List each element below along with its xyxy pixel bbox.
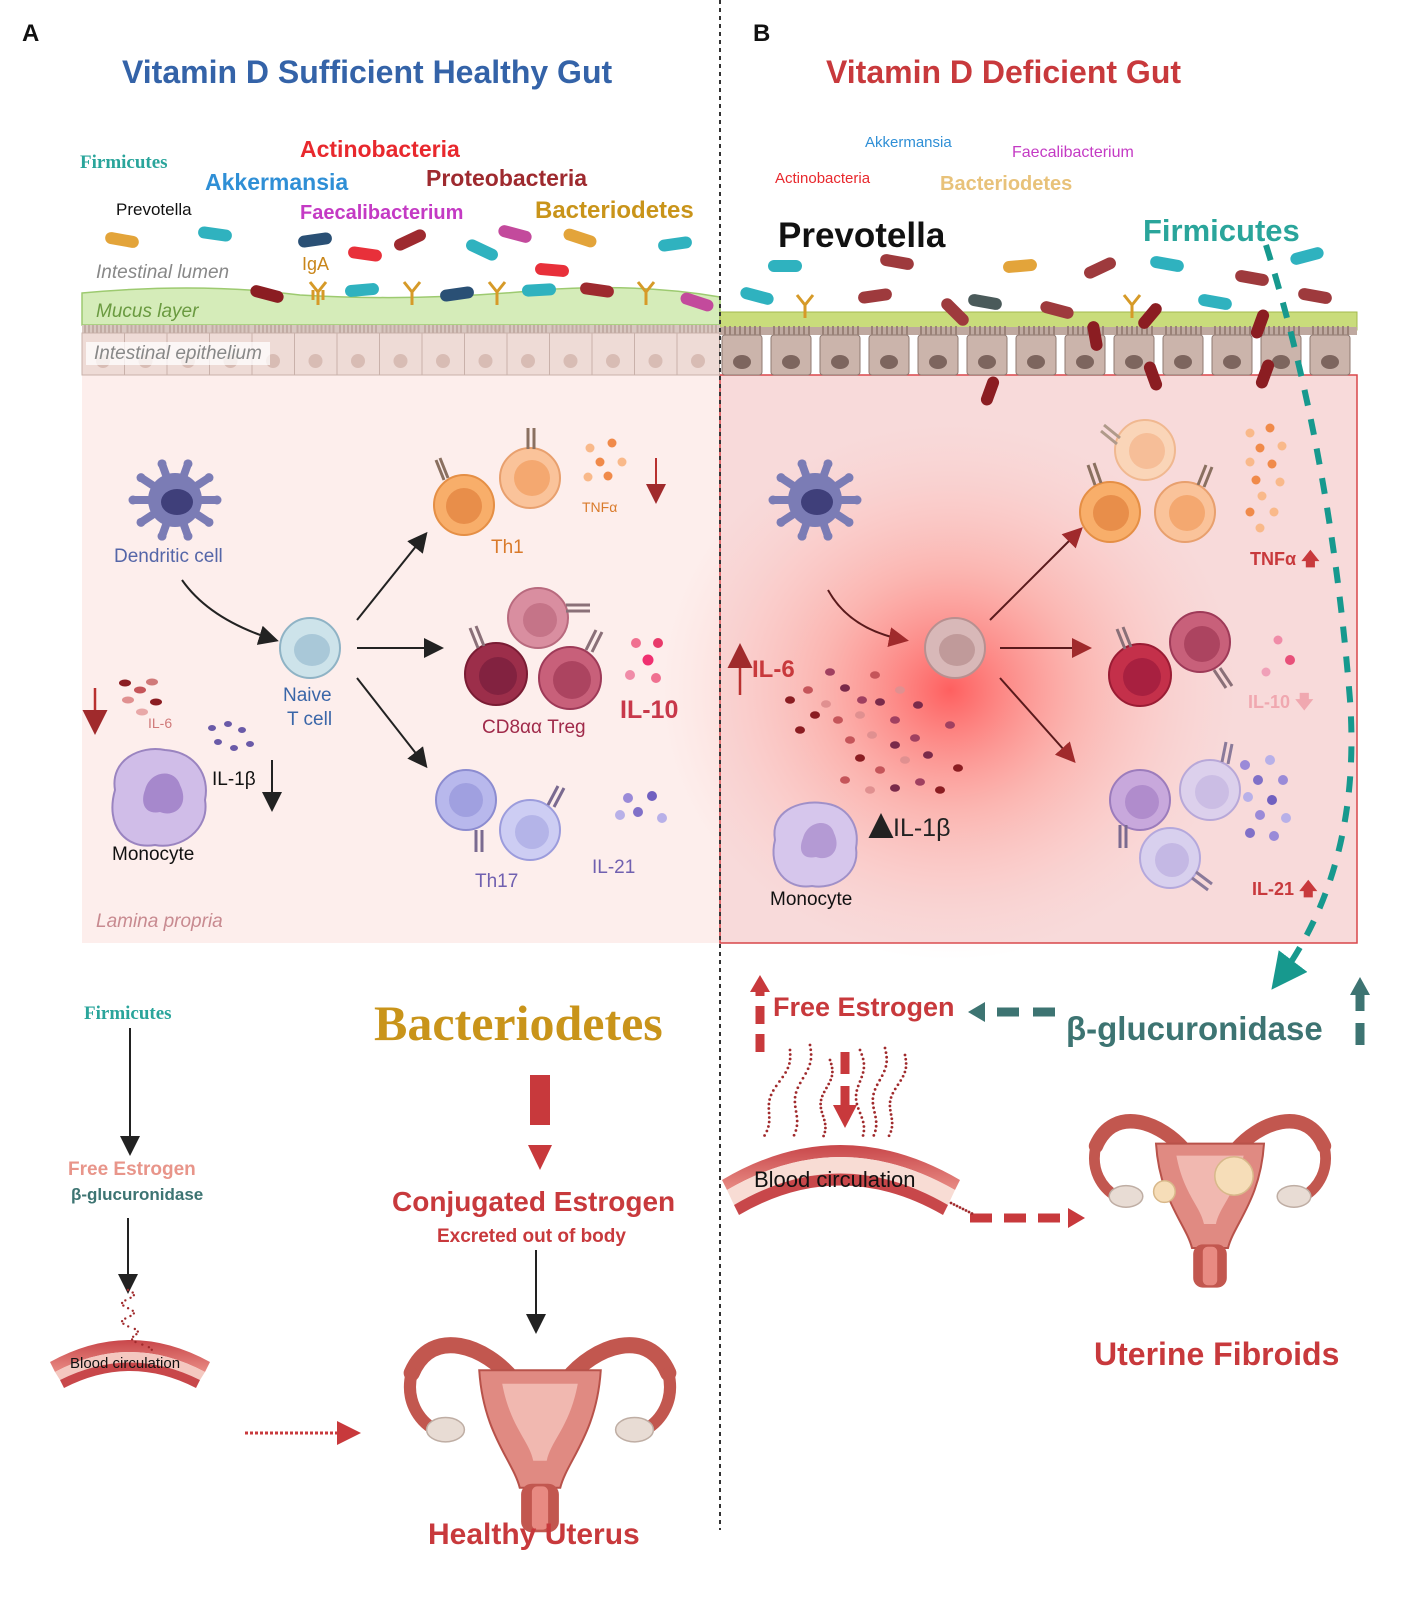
label-il21-b: IL-21 🡅 <box>1252 879 1318 899</box>
label-il10-a: IL-10 <box>620 696 679 724</box>
label-il10-b: IL-10 🡇 <box>1248 692 1314 712</box>
antibody-icon <box>795 294 1142 318</box>
label-faecalibacterium-b: Faecalibacterium <box>1012 144 1134 161</box>
th1-cells <box>1079 419 1216 543</box>
cytokine-dots-b <box>785 423 1295 841</box>
bacteria-rods-b <box>740 247 1332 406</box>
t-cell-icon <box>279 617 341 679</box>
blood-vessel-icon <box>50 1288 210 1388</box>
monocyte-icon <box>772 801 858 888</box>
bacteriodetes-arrow <box>528 1075 552 1170</box>
outcome-uterine-fibroids: Uterine Fibroids <box>1094 1336 1340 1372</box>
antibody-icon <box>308 281 656 305</box>
label-tnfa-a: TNFα <box>582 499 618 515</box>
t-cell-icon <box>924 617 986 679</box>
epithelium-b <box>720 326 1357 376</box>
label-naive-1: Naive <box>283 685 332 706</box>
label-actinobacteria: Actinobacteria <box>300 136 460 162</box>
pathway-arrows-a <box>118 1028 546 1334</box>
panel-letter-a: A <box>22 20 40 47</box>
label-il1b-b: IL-1β <box>893 814 951 842</box>
monocyte-icon <box>111 748 207 847</box>
pathway-firmicutes: Firmicutes <box>84 1003 172 1024</box>
th17-cells <box>435 769 566 861</box>
label-iga: IgA <box>302 254 330 274</box>
label-bacteriodetes: Bacteriodetes <box>535 197 694 224</box>
label-actinobacteria-b: Actinobacteria <box>775 170 871 187</box>
label-naive-2: T cell <box>287 709 333 730</box>
treg-cells <box>1108 611 1234 707</box>
label-treg: CD8αα Treg <box>482 717 586 738</box>
th1-cells <box>433 428 561 536</box>
arrow-up-icon: 🡅 <box>1299 879 1318 899</box>
pathway-blood-circulation-a: Blood circulation <box>70 1355 181 1372</box>
label-bacteriodetes-b: Bacteriodetes <box>940 173 1073 195</box>
outcome-healthy-uterus: Healthy Uterus <box>428 1518 640 1551</box>
pathway-free-estrogen: Free Estrogen <box>68 1159 196 1180</box>
pathway-glucuronidase-b: β-glucuronidase <box>1066 1010 1323 1047</box>
label-th1: Th1 <box>491 537 524 558</box>
panel-letter-b: B <box>753 20 771 47</box>
treg-cells <box>464 587 604 710</box>
label-prevotella-b: Prevotella <box>778 216 946 255</box>
firmicutes-path-arrow <box>1263 244 1355 990</box>
arrow-down-icon: 🡇 <box>1295 692 1314 712</box>
panel-title-a: Vitamin D Sufficient Healthy Gut <box>122 54 613 90</box>
uterus-icon <box>403 1337 677 1533</box>
arrow-up-icon: 🡅 <box>1301 549 1320 569</box>
label-monocyte-a: Monocyte <box>112 844 195 865</box>
arrows-b <box>827 527 1092 763</box>
label-intestinal-lumen: Intestinal lumen <box>96 262 230 283</box>
label-il21-a: IL-21 <box>592 857 636 878</box>
label-proteobacteria: Proteobacteria <box>426 165 588 191</box>
pathway-bacteriodetes: Bacteriodetes <box>374 995 663 1051</box>
label-monocyte-b: Monocyte <box>770 889 853 910</box>
panel-title-b: Vitamin D Deficient Gut <box>826 54 1182 90</box>
label-prevotella: Prevotella <box>116 200 192 219</box>
mucus-layer-a <box>81 286 721 326</box>
pathway-glucuronidase: β-glucuronidase <box>71 1185 204 1204</box>
cytokine-dots-a <box>119 438 667 823</box>
th17-cells <box>1109 741 1241 892</box>
pathway-free-estrogen-b: Free Estrogen <box>773 992 955 1022</box>
label-il6-b: IL-6 <box>752 656 795 683</box>
pathway-blood-circulation-b: Blood circulation <box>754 1167 916 1192</box>
label-il1b-a: IL-1β <box>212 769 256 790</box>
label-lamina-propria: Lamina propria <box>96 911 223 932</box>
dendritic-cell-icon <box>768 459 862 541</box>
label-intestinal-epithelium: Intestinal epithelium <box>86 342 270 365</box>
blood-vessel-icon <box>722 1145 960 1215</box>
dendritic-cell-icon <box>128 459 222 541</box>
pathway-conjugated-estrogen: Conjugated Estrogen <box>392 1186 676 1217</box>
label-faecalibacterium: Faecalibacterium <box>300 202 464 224</box>
label-il6-a: IL-6 <box>148 715 173 731</box>
label-mucus-layer: Mucus layer <box>96 301 199 322</box>
epithelium-a <box>81 325 720 376</box>
label-firmicutes-b: Firmicutes <box>1143 213 1300 248</box>
label-th17: Th17 <box>475 871 519 892</box>
label-akkermansia: Akkermansia <box>205 169 349 195</box>
uterus-icon <box>1088 1114 1332 1288</box>
label-akkermansia-b: Akkermansia <box>865 134 952 151</box>
label-tnfa-b: TNFα 🡅 <box>1250 549 1320 569</box>
bacteria-rods-a <box>105 225 714 312</box>
label-dendritic-cell: Dendritic cell <box>114 546 223 567</box>
arrows-a <box>181 531 444 769</box>
pathway-excreted: Excreted out of body <box>437 1226 626 1247</box>
pathway-arrows-b <box>750 975 1370 1228</box>
label-firmicutes: Firmicutes <box>80 152 168 173</box>
